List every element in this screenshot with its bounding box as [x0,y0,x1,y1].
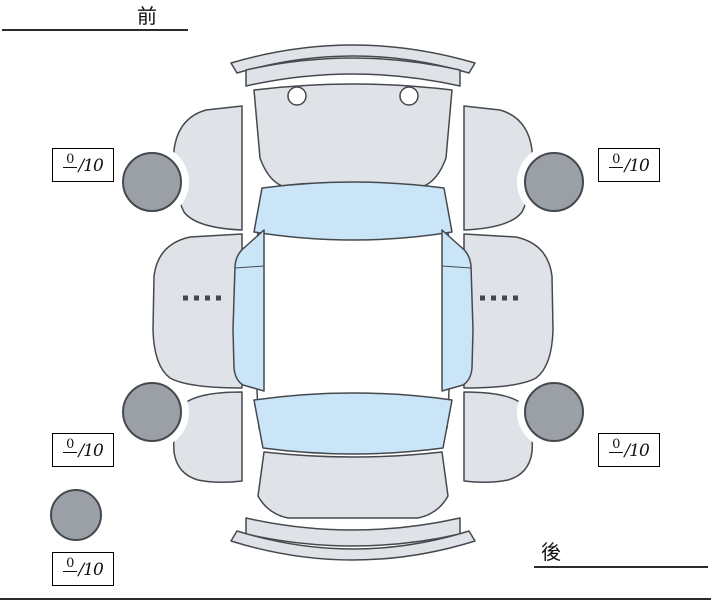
tire-score-denominator: /10 [78,441,103,461]
rear-label: 後 [541,540,562,564]
tire-score-value: 0 [63,152,78,168]
side-glass-left [232,229,265,392]
front-garnish [230,44,476,74]
tire-score-box-spare: 0 /10 [52,552,114,586]
tire-score-denominator: /10 [78,560,103,580]
tire-rear-left [122,382,182,442]
front-bumper [245,57,461,87]
rear-fender-left [172,391,243,484]
front-label: 前 [137,4,158,28]
tire-score-box-front-left: 0 /10 [52,148,114,182]
rear-underline [534,566,708,568]
tire-score-value: 0 [63,437,78,453]
rear-garnish [230,530,476,561]
side-glass-divider-right [441,265,472,269]
tire-rear-right [524,382,584,442]
tire-score-value: 0 [609,437,624,453]
tire-score-value: 0 [609,152,624,168]
side-glass-right [441,229,474,392]
tire-front-left [122,152,182,212]
tire-score-denominator: /10 [624,441,649,461]
tire-score-denominator: /10 [624,156,649,176]
tire-score-box-rear-right: 0 /10 [598,433,660,467]
tire-score-denominator: /10 [78,156,103,176]
rear-fender-right [463,391,534,484]
tire-score-value: 0 [63,556,78,572]
tire-score-box-front-right: 0 /10 [598,148,660,182]
door-panel-right [463,233,554,389]
spare-tire [50,489,102,541]
tire-front-right [524,152,584,212]
tire-score-box-rear-left: 0 /10 [52,433,114,467]
hood [253,83,453,187]
side-glass-divider-left [234,265,265,269]
door-panel-left [152,233,243,389]
trunk [257,451,449,519]
rear-window-glass [253,392,453,455]
hood-circle-right [399,86,419,106]
front-underline [2,29,188,31]
hood-circle-left [287,86,307,106]
windshield-glass [253,181,453,241]
